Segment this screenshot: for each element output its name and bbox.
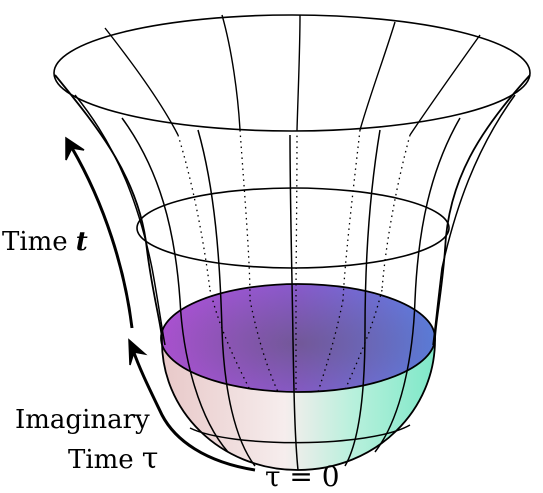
- funnel-right-edge: [297, 74, 531, 471]
- time-arrow: [70, 147, 134, 329]
- bowl-latitude: [189, 424, 411, 444]
- imaginary-time-arrow-head: [128, 338, 148, 366]
- front-meridians: [74, 94, 516, 471]
- back-meridians-upper: [104, 14, 481, 136]
- back-meridians-hidden: [177, 129, 411, 393]
- middle-slice: [136, 187, 450, 269]
- imaginary-label-line1: Imaginary: [15, 405, 150, 435]
- tau-zero-label: τ = 0: [265, 460, 340, 493]
- transition-cap-shade: [161, 284, 435, 392]
- top-rim: [53, 14, 531, 132]
- imaginary-time-arrow: [131, 349, 256, 472]
- time-arrow-head: [65, 136, 85, 161]
